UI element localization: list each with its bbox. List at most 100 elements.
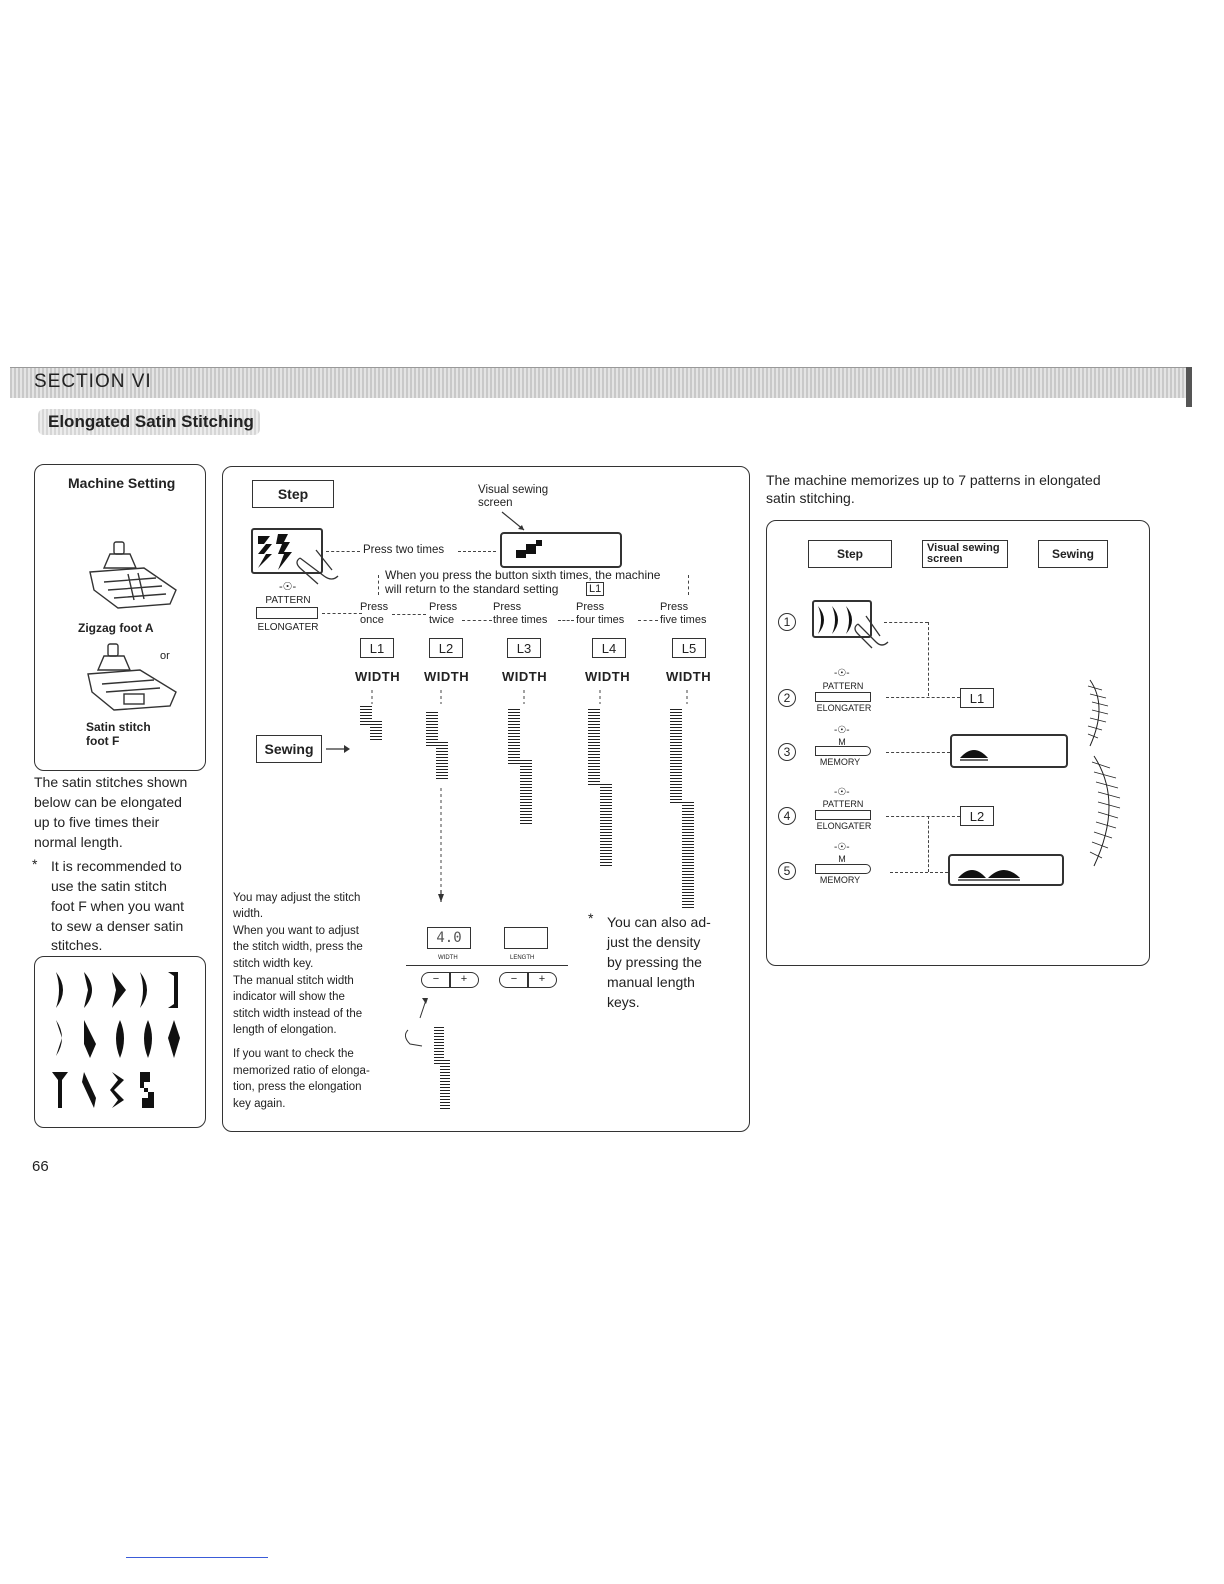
step-4-pattern-label: PATTERN: [822, 799, 864, 809]
width-plus-key[interactable]: +: [449, 972, 479, 988]
right-visual-label-1: Visual sewing: [927, 542, 1000, 554]
press-4a: Press: [576, 601, 605, 613]
level-key-l5: L5: [672, 638, 706, 658]
press-2a: Press: [429, 601, 458, 613]
step-5-sun-icon: -☉-: [834, 842, 850, 853]
step-5-dash: [890, 872, 948, 873]
width-adjust-illustration: [404, 998, 450, 1110]
width-label-3: WIDTH: [502, 669, 548, 684]
elongated-stitch-samples: [360, 690, 694, 908]
memo-line-1: The machine memorizes up to 7 patterns i…: [766, 472, 1101, 488]
center-panel: [222, 466, 750, 1132]
sixth-press-key: L1: [586, 582, 605, 596]
satin-foot-illustration: [87, 643, 177, 711]
adjust-line-1: You may adjust the stitch: [233, 892, 361, 904]
press-5a: Press: [660, 601, 689, 613]
elongater-key[interactable]: [256, 607, 318, 619]
step-5-screen-stitch-icon: [958, 870, 1020, 881]
or-label: or: [160, 650, 170, 662]
length-minus-key[interactable]: −: [499, 972, 529, 988]
right-sewing-button[interactable]: Sewing: [1038, 540, 1108, 568]
step-2-circle: 2: [778, 689, 796, 707]
step-button[interactable]: Step: [252, 480, 334, 508]
level-key-l4: L4: [592, 638, 626, 658]
visual-screen-label-1: Visual sewing: [478, 484, 549, 496]
intro-note-4: to sew a denser satin: [51, 918, 184, 934]
density-line-5: keys.: [607, 994, 640, 1010]
zigzag-foot-illustration: [89, 541, 177, 609]
page-title-band: [38, 409, 260, 435]
press-3b: three times: [493, 614, 548, 626]
intro-line-2: below can be elongated: [34, 794, 182, 810]
width-display-value: 4.0: [436, 930, 462, 946]
width-label-4: WIDTH: [585, 669, 631, 684]
sewing-button[interactable]: Sewing: [256, 735, 322, 763]
intro-note-5: stitches.: [51, 937, 103, 953]
right-pattern-key-icon: [818, 606, 889, 649]
level-key-l3: L3: [507, 638, 541, 658]
step-4-sun-icon: -☉-: [834, 787, 850, 798]
length-display: [504, 927, 548, 949]
elongated-curve-stitch: [1087, 679, 1121, 867]
width-minus-key[interactable]: −: [421, 972, 451, 988]
satin-patterns-panel: [34, 956, 206, 1128]
memo-line-2: satin stitching.: [766, 490, 855, 506]
sun-icon: -☉-: [279, 581, 297, 593]
press-dash-2: [462, 620, 492, 621]
step-4-elongater-key[interactable]: [815, 810, 871, 820]
check-line-4: key again.: [233, 1098, 286, 1110]
step-5-m-label: M: [838, 854, 846, 864]
adjust-line-6: The manual stitch width: [233, 975, 354, 987]
right-pattern-key-button[interactable]: [812, 600, 872, 638]
section-band-end: [1186, 367, 1192, 407]
press-5b: five times: [660, 614, 707, 626]
step-4-circle: 4: [778, 807, 796, 825]
step-2-sun-icon: -☉-: [834, 668, 850, 679]
level-key-l2: L2: [429, 638, 463, 658]
section-title: SECTION VI: [34, 371, 152, 392]
step-1-vdash: [928, 622, 929, 696]
step-3-memory-key[interactable]: [815, 746, 871, 756]
press-two-dash-left: [326, 551, 360, 552]
adjust-line-8: stitch width instead of the: [233, 1008, 363, 1020]
density-line-2: just the density: [607, 934, 701, 950]
screen-stitch-icon: [516, 540, 542, 558]
length-small-label: LENGTH: [510, 955, 535, 961]
right-visual-screen-box: Visual sewing screen: [922, 540, 1008, 568]
right-step-button[interactable]: Step: [808, 540, 892, 568]
adjust-line-7: indicator will show the: [233, 991, 345, 1003]
step-2-elongater-key[interactable]: [815, 692, 871, 702]
step-2-elongater-label: ELONGATER: [816, 703, 872, 713]
memory-panel: [766, 520, 1150, 966]
pattern-label: PATTERN: [265, 595, 311, 606]
step-3-screen-stitch-icon: [960, 750, 988, 761]
press-two-dash-right: [458, 551, 496, 552]
adjust-line-3: When you want to adjust: [233, 925, 359, 937]
bracket-right: [688, 575, 689, 595]
elongater-label: ELONGATER: [257, 622, 319, 633]
zigzag-foot-label: Zigzag foot A: [78, 621, 154, 635]
level-key-l1: L1: [360, 638, 394, 658]
step-2-dash: [886, 697, 960, 698]
press-dash-3: [558, 620, 574, 621]
step-3-sun-icon: -☉-: [834, 725, 850, 736]
press-dash-4: [638, 620, 658, 621]
adjust-line-5: stitch width key.: [233, 958, 314, 970]
density-line-1: You can also ad-: [607, 914, 711, 930]
sewing-arrow-icon: [326, 745, 350, 753]
indicator-divider: [406, 965, 568, 966]
check-line-1: If you want to check the: [233, 1048, 354, 1060]
pattern-key-button[interactable]: [251, 528, 323, 574]
width-label-2: WIDTH: [424, 669, 470, 684]
step-5-memory-key[interactable]: [815, 864, 871, 874]
page-number: 66: [32, 1158, 49, 1175]
density-asterisk: *: [588, 910, 594, 926]
bracket-left: [378, 575, 379, 595]
press-1a: Press: [360, 601, 389, 613]
adjust-line-4: the stitch width, press the: [233, 941, 363, 953]
step-3-m-label: M: [838, 737, 846, 747]
step-3-circle: 3: [778, 743, 796, 761]
intro-asterisk: *: [32, 856, 38, 872]
length-plus-key[interactable]: +: [527, 972, 557, 988]
press-4b: four times: [576, 614, 625, 626]
